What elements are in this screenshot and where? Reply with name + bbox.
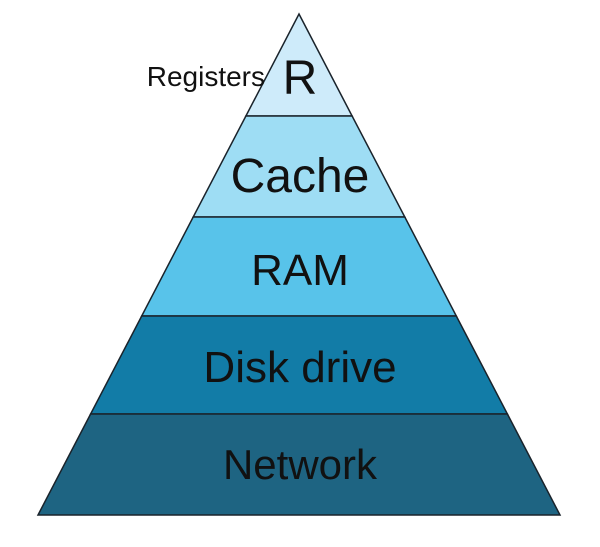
layer-label-disk: Disk drive [203,343,397,392]
layer-label-cache: Cache [230,150,370,203]
pyramid-layer-network [36,413,562,516]
layer-label-ram: RAM [251,246,349,295]
layer-label-network: Network [222,441,378,488]
layer-label-registers: R [282,52,318,105]
registers-annotation-label: Registers [146,61,265,92]
